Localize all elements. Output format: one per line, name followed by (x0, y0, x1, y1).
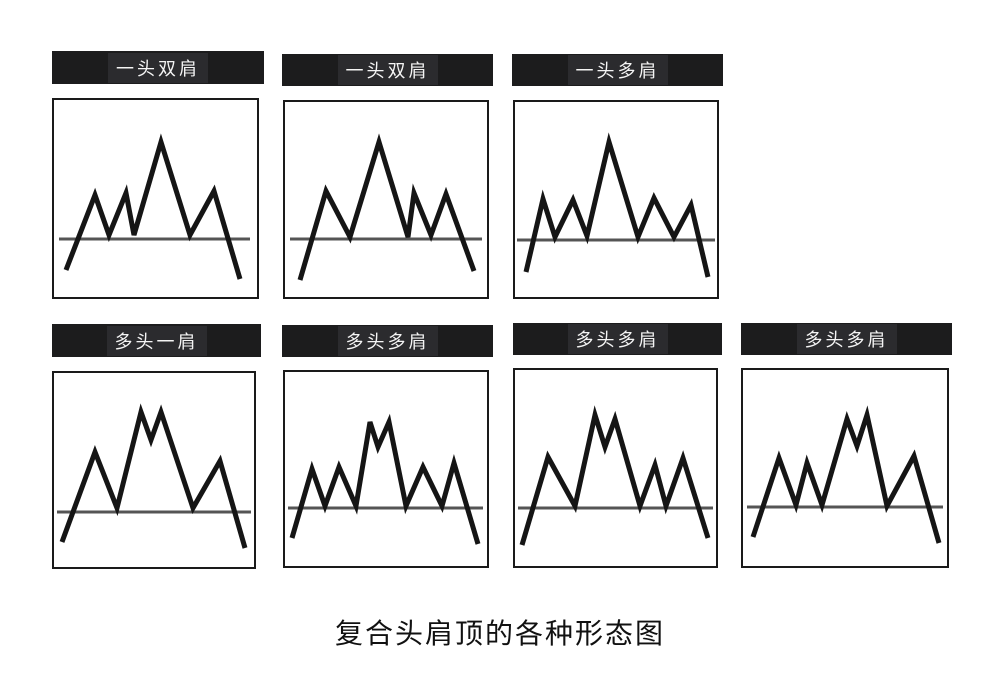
pattern-label-text: 多头一肩 (106, 325, 207, 356)
price-pattern-line (297, 133, 477, 281)
price-pattern-line (59, 403, 248, 549)
pattern-label: 一头双肩 (282, 54, 493, 86)
pattern-label: 一头双肩 (52, 51, 264, 84)
pattern-label-text: 一头双肩 (108, 52, 208, 83)
pattern-chart-frame (741, 368, 949, 568)
figure-caption: 复合头肩顶的各种形态图 (334, 617, 665, 650)
pattern-label-text: 一头双肩 (337, 55, 438, 85)
pattern-label-text: 一头多肩 (567, 55, 668, 85)
price-pattern-line (63, 133, 243, 280)
pattern-label: 多头一肩 (52, 324, 261, 357)
pattern-chart-frame (283, 100, 489, 299)
pattern-chart-frame (52, 98, 259, 299)
pattern-label-text: 多头多肩 (567, 324, 668, 354)
price-pattern-line (523, 132, 711, 278)
pattern-label-text: 多头多肩 (337, 326, 438, 356)
pattern-label-text: 多头多肩 (796, 324, 897, 354)
pattern-label: 多头多肩 (741, 323, 952, 355)
price-pattern-line (289, 413, 481, 545)
price-pattern-line (519, 405, 711, 546)
pattern-label: 一头多肩 (512, 54, 723, 86)
pattern-label: 多头多肩 (282, 325, 493, 357)
pattern-chart-frame (513, 100, 719, 299)
price-pattern-line (750, 405, 942, 544)
pattern-label: 多头多肩 (513, 323, 722, 355)
